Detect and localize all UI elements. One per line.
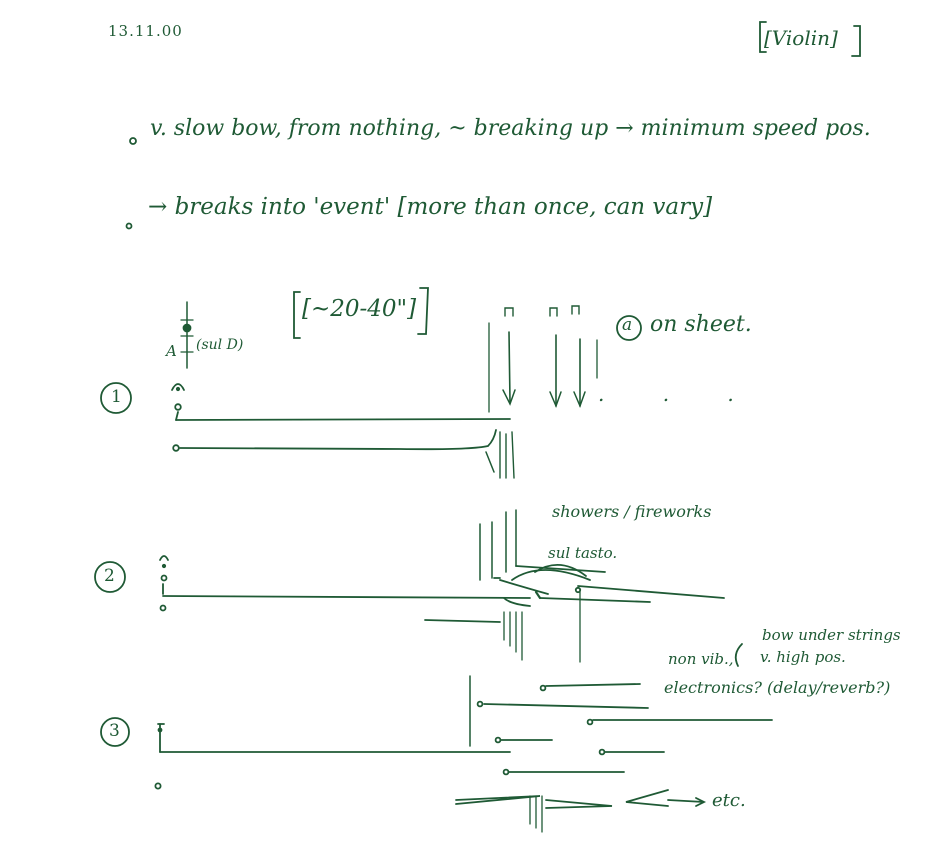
annotation-bow-under-strings: bow under strings: [762, 626, 901, 644]
section-number-2: 2: [104, 566, 115, 586]
duration-label: [~20-40"]: [302, 296, 417, 322]
annotation-non-vib: non vib.,: [668, 650, 734, 668]
bullet-icon: [125, 222, 133, 230]
section-number-3: 3: [109, 721, 120, 741]
note-breaks-into-event: → breaks into 'event' [more than once, c…: [148, 194, 713, 220]
bullet-icon: [129, 137, 137, 145]
date-label: 13.11.00: [108, 22, 183, 40]
instrument-label: [Violin]: [764, 26, 838, 50]
section-number-1: 1: [111, 387, 122, 407]
annotation-sul-tasto: sul tasto.: [548, 544, 618, 562]
annotation-showers-fireworks: showers / fireworks: [552, 502, 712, 521]
etc-label: etc.: [712, 790, 746, 811]
annotation-high-position: v. high pos.: [760, 648, 846, 666]
on-sheet-note: on sheet.: [650, 312, 752, 337]
note-slow-bow: v. slow bow, from nothing, ~ breaking up…: [150, 116, 871, 141]
sheet-marker: a: [622, 315, 633, 335]
string-label: (sul D): [196, 337, 244, 353]
pitch-label: A: [166, 342, 177, 360]
continuation-dots: . . .: [598, 382, 760, 406]
annotation-electronics: electronics? (delay/reverb?): [664, 678, 891, 697]
